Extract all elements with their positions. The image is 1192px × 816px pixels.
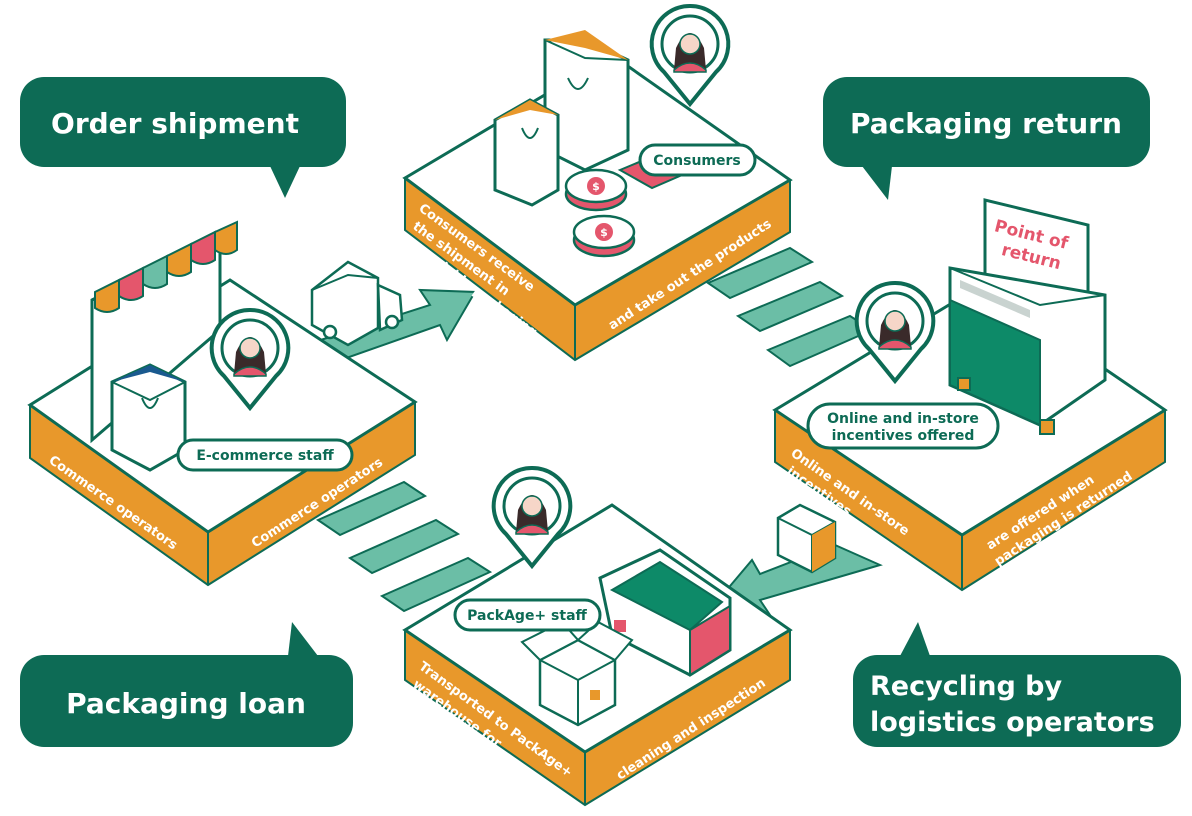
delivery-truck-icon bbox=[310, 260, 404, 347]
flow-arrow-icon bbox=[303, 288, 883, 618]
pill-consumers: Consumers bbox=[638, 143, 757, 177]
svg-text:Order shipment: Order shipment bbox=[51, 107, 299, 140]
svg-text:PackAge+ staff: PackAge+ staff bbox=[467, 608, 587, 624]
svg-text:Consumers: Consumers bbox=[653, 153, 740, 169]
svg-text:Online and in-store: Online and in-store bbox=[827, 411, 979, 427]
pill-package-staff: PackAge+ staff bbox=[453, 598, 602, 632]
svg-text:E-commerce staff: E-commerce staff bbox=[196, 448, 334, 464]
bubble-recycling: Recycling by logistics operators bbox=[853, 622, 1181, 747]
connector-steps-top-right bbox=[705, 246, 875, 368]
svg-text:incentives offered: incentives offered bbox=[832, 428, 975, 444]
coin-icon: $ $ bbox=[564, 168, 636, 258]
bubble-packaging-return: Packaging return bbox=[823, 77, 1150, 200]
bubble-order-shipment: Order shipment bbox=[20, 77, 346, 198]
connector-steps-bottom-left bbox=[315, 480, 493, 613]
bubble-packaging-loan: Packaging loan bbox=[20, 622, 353, 747]
shopping-bag-icon bbox=[493, 30, 630, 207]
shopping-bag-icon bbox=[110, 363, 187, 472]
svg-text:Packaging loan: Packaging loan bbox=[66, 687, 306, 720]
svg-text:Packaging return: Packaging return bbox=[850, 107, 1122, 140]
pill-online-incentives: Online and in-store incentives offered bbox=[806, 402, 1000, 450]
cardboard-box-icon bbox=[776, 503, 837, 574]
svg-text:logistics operators: logistics operators bbox=[870, 707, 1155, 738]
return-kiosk-icon: Point of return bbox=[948, 198, 1107, 435]
svg-text:Recycling by: Recycling by bbox=[870, 671, 1062, 702]
cardboard-box-icon bbox=[520, 548, 732, 727]
svg-text:$: $ bbox=[592, 180, 600, 193]
pill-ecommerce-staff: E-commerce staff bbox=[176, 438, 354, 472]
svg-text:$: $ bbox=[600, 226, 608, 239]
